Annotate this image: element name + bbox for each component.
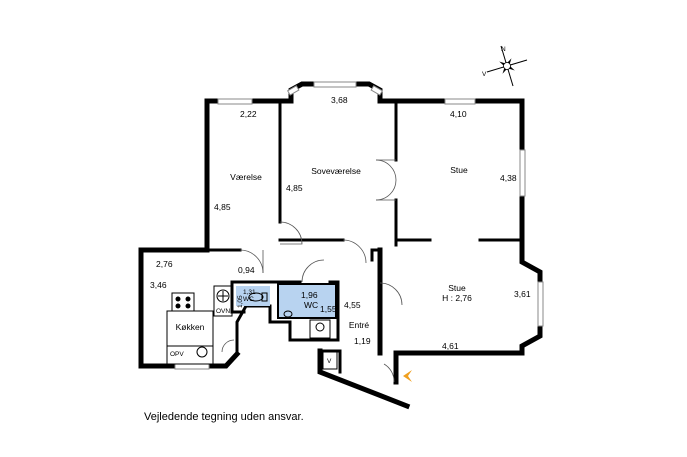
- windows: [174, 81, 544, 370]
- closet-box: [322, 350, 338, 370]
- fan-icon: [216, 289, 230, 303]
- dim-stue-lower-width: 4,61: [442, 341, 459, 351]
- window-stue-lower: [537, 281, 544, 327]
- room-name-entre: Entré: [349, 320, 370, 330]
- wc-sink-icon: [309, 319, 331, 339]
- room-name-stue-lower: Stue: [448, 283, 466, 293]
- dim-stue-upper-width: 4,10: [450, 109, 467, 119]
- disclaimer-text: Vejledende tegning uden ansvar.: [144, 411, 304, 423]
- window-kokken: [174, 363, 210, 370]
- sink-icon: [196, 346, 208, 358]
- bath-fixtures: [248, 292, 338, 370]
- dim-kokken-width: 2,76: [156, 259, 173, 269]
- dim-kokken-depth: 3,46: [150, 280, 167, 290]
- room-name-small-wc: WC: [243, 296, 254, 303]
- dim-wc-depth: 1,55: [320, 304, 337, 314]
- compass-west-label: V: [482, 71, 487, 78]
- oven-box: [213, 285, 233, 317]
- entrance-arrow-icon: [403, 370, 412, 382]
- dim-vaerelse-depth: 4,85: [214, 202, 231, 212]
- dim-small-wc-width: 1,31: [243, 289, 256, 296]
- stove-icon: [171, 292, 195, 312]
- dim-stue-lower-depth: 3,61: [514, 289, 531, 299]
- closet-label: V: [327, 358, 332, 365]
- room-name-sovevaerelse: Soveværelse: [311, 166, 361, 176]
- interior-walls: [205, 99, 524, 374]
- dim-stue-upper-depth: 4,38: [500, 173, 517, 183]
- dim-entre-width: 1,19: [354, 336, 371, 346]
- dim-small-wc-depth: 1,05: [237, 295, 244, 308]
- dim-wc-width: 1,96: [301, 290, 318, 300]
- wc-toilet-icon: [283, 310, 293, 318]
- compass-rose-icon: N V: [482, 45, 528, 87]
- dim-sovevaerelse-depth: 4,85: [286, 183, 303, 193]
- window-sovevaerelse: [313, 81, 357, 88]
- dim-entre-depth: 4,55: [344, 300, 361, 310]
- room-name-vaerelse: Værelse: [230, 172, 262, 182]
- doors: [221, 159, 403, 383]
- dishwasher-label: OPV: [170, 351, 184, 358]
- room-name-stue-upper: Stue: [450, 165, 468, 175]
- dim-sovevaerelse-width: 3,68: [331, 95, 348, 105]
- room-height-stue-lower: H : 2,76: [442, 293, 472, 303]
- dim-vaerelse-width: 2,22: [240, 109, 257, 119]
- room-name-kokken: Køkken: [176, 322, 205, 332]
- toilet-icon: [248, 292, 264, 302]
- window-stue-right: [519, 149, 526, 197]
- wc-room: [277, 283, 337, 319]
- dim-hall-width: 0,94: [238, 265, 255, 275]
- kitchen-fixtures: [166, 285, 233, 365]
- oven-label: OVN: [216, 308, 230, 315]
- window-vaerelse: [217, 98, 253, 105]
- compass-north-label: N: [501, 46, 506, 53]
- room-name-wc: WC: [304, 300, 318, 310]
- room-labels: Værelse 2,22 4,85 Soveværelse 3,68 4,85 …: [150, 95, 531, 365]
- window-stue-top: [444, 98, 476, 105]
